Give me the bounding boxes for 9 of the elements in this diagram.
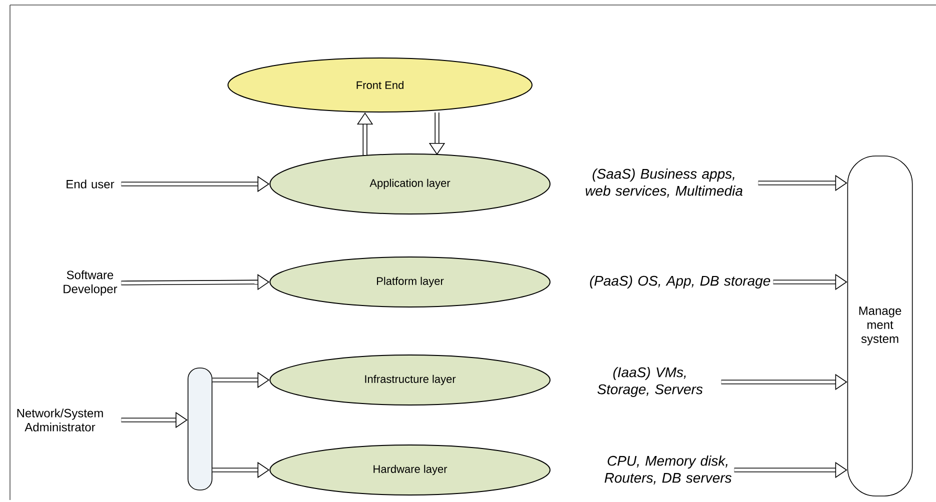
actor-label: Software Developer bbox=[64, 270, 118, 296]
connector-bar bbox=[188, 368, 212, 490]
actor-label: End user bbox=[66, 180, 114, 188]
management-pill: Manage ment system bbox=[847, 156, 913, 496]
service-label: CPU, Memory disk, Routers, DB servers bbox=[604, 456, 732, 484]
actor-label: Network/System Administrator bbox=[17, 408, 103, 432]
service-label: (SaaS) Business apps, web services, Multimedia bbox=[586, 168, 742, 198]
service-label: (IaaS) VMs, Storage, Servers bbox=[597, 366, 703, 397]
service-label: (PaaS) OS, App, DB storage bbox=[590, 275, 770, 289]
